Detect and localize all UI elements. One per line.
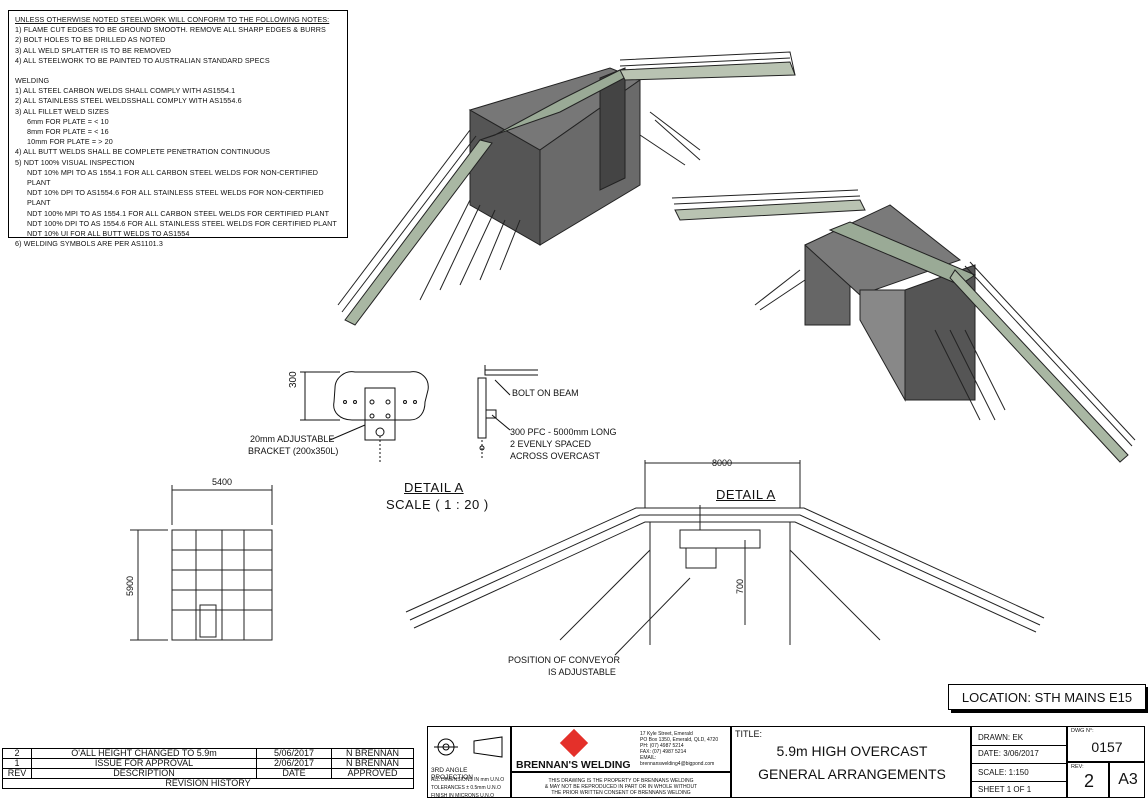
dwg-label: DWG N°:	[1071, 728, 1094, 734]
rev-number: 2	[1083, 771, 1094, 791]
col-header: DATE	[256, 768, 332, 779]
pfc-label: 300 PFC - 5000mm LONG	[510, 427, 617, 437]
note-line: 4) ALL BUTT WELDS SHALL BE COMPLETE PENE…	[15, 147, 271, 157]
title-label: TITLE:	[735, 729, 763, 739]
note-line: NDT 100% DPI TO AS 1554.6 FOR ALL STAINL…	[27, 218, 337, 228]
front-elevation	[405, 460, 1045, 656]
rev-cell: 1	[2, 758, 32, 769]
general-notes: UNLESS OTHERWISE NOTED STEELWORK WILL CO…	[8, 10, 348, 248]
company-block: BRENNAN'S WELDING 17 Kyle Street, Emeral…	[511, 726, 731, 772]
detail-a-side	[477, 365, 538, 460]
dwg-number: 0157	[1091, 739, 1123, 755]
note-line: NDT 10% UI FOR ALL BUTT WELDS TO AS1554	[27, 229, 190, 239]
note-line: 6) WELDING SYMBOLS ARE PER AS1101.3	[15, 239, 163, 249]
note-line: 2) BOLT HOLES TO BE DRILLED AS NOTED	[15, 35, 166, 45]
detail-a-bracket	[300, 371, 429, 462]
revision-table: 2 O'ALL HEIGHT CHANGED TO 5.9m 5/06/2017…	[2, 748, 414, 789]
revision-history-label: REVISION HISTORY	[2, 778, 414, 789]
col-header: REV	[2, 768, 32, 779]
table-header: REV DESCRIPTION DATE APPROVED	[2, 768, 414, 779]
property-note: THIS DRAWING IS THE PROPERTY OF BRENNANS…	[511, 772, 731, 798]
desc-cell: O'ALL HEIGHT CHANGED TO 5.9m	[31, 748, 257, 759]
drawing-title: 5.9m HIGH OVERCAST	[776, 743, 928, 759]
bracket-label: 20mm ADJUSTABLE	[250, 434, 335, 444]
isometric-view-2	[671, 189, 1136, 463]
conveyor-label: POSITION OF CONVEYOR	[508, 655, 621, 665]
note-line: 8mm FOR PLATE = < 16	[27, 127, 109, 137]
note-line: 1) ALL STEEL CARBON WELDS SHALL COMPLY W…	[15, 86, 236, 96]
rev-box: REV: 2	[1067, 762, 1109, 798]
note-line: 1) FLAME CUT EDGES TO BE GROUND SMOOTH. …	[15, 25, 326, 35]
dwg-number-box: DWG N°: 0157	[1067, 726, 1145, 762]
projection-label: 3RD ANGLE PROJECTION	[431, 767, 473, 781]
dim-8000: 8000	[712, 458, 733, 468]
date-cell: 2/06/2017	[256, 758, 332, 769]
note-line: 10mm FOR PLATE = > 20	[27, 137, 113, 147]
approved-cell: N BRENNAN	[331, 748, 414, 759]
drawing-scale: SCALE: 1:150	[978, 768, 1029, 777]
approved-cell: N BRENNAN	[331, 758, 414, 769]
title-box: TITLE: 5.9m HIGH OVERCAST GENERAL ARRANG…	[731, 726, 971, 798]
note-line: 3) ALL WELD SPLATTER IS TO BE REMOVED	[15, 45, 172, 55]
projection-symbol-icon	[434, 736, 503, 758]
dim-700: 700	[735, 578, 745, 594]
note-line: 5) NDT 100% VISUAL INSPECTION	[15, 157, 135, 167]
detail-a-title: DETAIL A	[404, 480, 464, 495]
col-header: APPROVED	[331, 768, 414, 779]
projection-block: 3RD ANGLE PROJECTION ALL DIMENSIONS IN m…	[427, 726, 511, 799]
company-name: BRENNAN'S WELDING	[516, 759, 631, 771]
drawing-subtitle: GENERAL ARRANGEMENTS	[758, 766, 946, 782]
conveyor-label: IS ADJUSTABLE	[548, 667, 616, 677]
rev-cell: 2	[2, 748, 32, 759]
note-line: 4) ALL STEELWORK TO BE PAINTED TO AUSTRA…	[15, 55, 270, 65]
table-row: 1 ISSUE FOR APPROVAL 2/06/2017 N BRENNAN	[2, 758, 414, 769]
detail-a-callout: DETAIL A	[716, 487, 776, 502]
date-cell: 5/06/2017	[256, 748, 332, 759]
location-box: LOCATION: STH MAINS E15	[948, 684, 1146, 710]
company-logo-icon	[559, 728, 589, 758]
drawn-by: DRAWN: EK	[978, 733, 1024, 742]
note-line: 6mm FOR PLATE = < 10	[27, 116, 109, 126]
bolt-on-beam-label: BOLT ON BEAM	[512, 388, 579, 398]
note-line: 3) ALL FILLET WELD SIZES	[15, 106, 109, 116]
welding-heading: WELDING	[15, 76, 50, 86]
detail-a-scale: SCALE ( 1 : 20 )	[386, 497, 489, 512]
bracket-label: BRACKET (200x350L)	[248, 446, 339, 456]
tolerance-note: TOLERANCES ± 0.5mm U.N.O	[431, 785, 501, 791]
note-line: 2) ALL STAINLESS STEEL WELDSSHALL COMPLY…	[15, 96, 242, 106]
pfc-label: ACROSS OVERCAST	[510, 451, 601, 461]
dim-height: 5900	[125, 575, 135, 596]
finish-note: FINISH IN MICRONS U.N.O	[431, 793, 495, 799]
address-block: 17 Kyle Street, Emerald PO Box 1350, Eme…	[640, 731, 719, 767]
note-line: NDT 10% DPI TO AS1554.6 FOR ALL STAINLES…	[27, 188, 324, 208]
sheet-number: SHEET 1 OF 1	[978, 785, 1032, 794]
dims-note: ALL DIMENSIONS IN mm U.N.O	[431, 777, 505, 783]
table-row: 2 O'ALL HEIGHT CHANGED TO 5.9m 5/06/2017…	[2, 748, 414, 759]
drawn-date: DATE: 3/06/2017	[978, 749, 1039, 758]
col-header: DESCRIPTION	[31, 768, 257, 779]
desc-cell: ISSUE FOR APPROVAL	[31, 758, 257, 769]
side-elevation	[130, 485, 273, 641]
note-line: NDT 100% MPI TO AS 1554.1 FOR ALL CARBON…	[27, 208, 330, 218]
note-line: NDT 10% MPI TO AS 1554.1 FOR ALL CARBON …	[27, 167, 319, 188]
rev-label: REV:	[1071, 764, 1084, 770]
dim-width: 5400	[212, 477, 233, 487]
dim-300: 300	[288, 371, 299, 388]
isometric-view-1	[337, 51, 796, 326]
sheet-size-box: A3	[1109, 762, 1145, 798]
pfc-label: 2 EVENLY SPACED	[510, 439, 592, 449]
notes-heading: UNLESS OTHERWISE NOTED STEELWORK WILL CO…	[15, 15, 330, 24]
sheet-size: A3	[1118, 771, 1138, 788]
drawing-info: DRAWN: EK DATE: 3/06/2017 SCALE: 1:150 S…	[971, 726, 1068, 798]
